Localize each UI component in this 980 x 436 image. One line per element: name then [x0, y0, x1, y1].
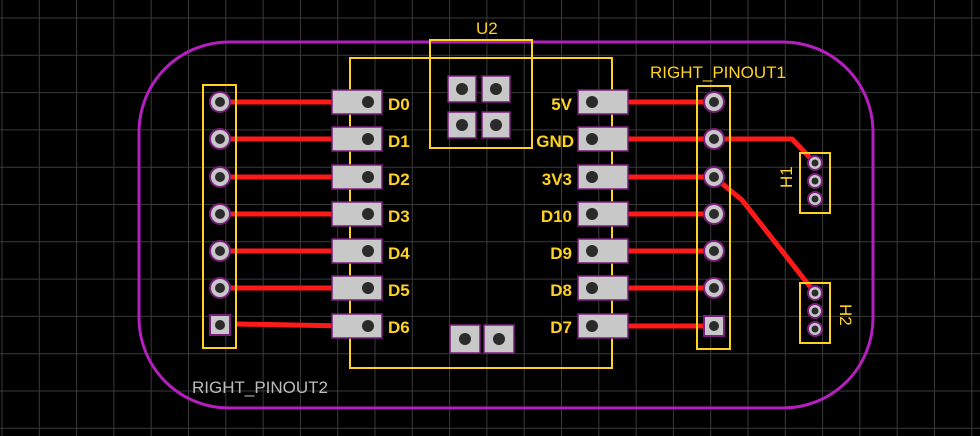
center-pad-hole — [490, 83, 502, 95]
u2-pad-right-hole — [586, 245, 598, 257]
u2-pad-right-hole — [586, 208, 598, 220]
left-header-pin-hole — [215, 209, 225, 219]
u2-pad-left-hole — [362, 171, 374, 183]
u2-pad-right-hole — [586, 320, 598, 332]
u2-pad-right — [577, 238, 629, 264]
u2-pad-left-hole — [362, 282, 374, 294]
u2-pad-left — [331, 238, 383, 264]
h1-pins — [807, 155, 823, 207]
u2-pad-right — [577, 275, 629, 301]
h2-outline — [799, 282, 831, 344]
u2-pad-right — [577, 164, 629, 190]
pin-label-right: D10 — [541, 207, 572, 226]
u2-pad-left-hole — [362, 320, 374, 332]
u2-pad-left — [331, 164, 383, 190]
u2-pad-right — [577, 201, 629, 227]
u2-pad-right-hole — [586, 171, 598, 183]
u2-pad-right-hole — [586, 282, 598, 294]
board-outline — [137, 40, 875, 410]
left-header-outline — [202, 84, 237, 349]
pin-label-right: 5V — [551, 95, 572, 114]
h1-pin-hole — [811, 177, 819, 185]
right-header-pin-hole — [709, 209, 719, 219]
pin-label-right: D7 — [550, 318, 572, 337]
left-header-pins — [209, 91, 231, 336]
u2-ref-label: U2 — [476, 19, 498, 38]
pin-label-left: D6 — [388, 318, 410, 337]
pin-label-left: D3 — [388, 207, 410, 226]
pin-label-left: D0 — [388, 95, 410, 114]
u2-pad-left-hole — [362, 133, 374, 145]
u2-pad-left-hole — [362, 96, 374, 108]
pin-label-right: 3V3 — [542, 170, 572, 189]
u2-pad-right-hole — [586, 96, 598, 108]
left-header-ref-label: RIGHT_PINOUT2 — [192, 378, 328, 397]
pin-label-right: D9 — [550, 244, 572, 263]
right-header-pin-hole — [709, 321, 719, 331]
u2-pad-right-hole — [586, 133, 598, 145]
u2-center-pad-outline — [429, 39, 533, 149]
pin-label-left: D4 — [388, 244, 410, 263]
bottom-pad-hole — [459, 333, 471, 345]
trace-to-h2 — [711, 174, 818, 296]
u2-pad-left-hole — [362, 208, 374, 220]
u2-pad-left — [331, 89, 383, 115]
pin-label-left: D5 — [388, 281, 410, 300]
center-pad-hole — [490, 119, 502, 131]
pin-label-left: D2 — [388, 170, 410, 189]
h1-ref-label: H1 — [777, 166, 796, 188]
u2-pad-left — [331, 201, 383, 227]
left-header-pin-hole — [215, 320, 225, 330]
left-header-pin-hole — [215, 134, 225, 144]
pin-label-right: D8 — [550, 281, 572, 300]
u2-center-pads — [447, 75, 515, 354]
pin-label-right: GND — [536, 132, 574, 151]
left-header-pin-hole — [215, 172, 225, 182]
right-header-ref-label: RIGHT_PINOUT1 — [650, 63, 786, 82]
right-header-pin-hole — [709, 246, 719, 256]
u2-left-pin-labels: D0 D1 D2 D3 D4 D5 D6 — [388, 95, 410, 337]
center-pad-hole — [456, 119, 468, 131]
u2-pads — [331, 89, 629, 339]
h1-outline — [799, 152, 831, 214]
left-header-pin-hole — [215, 97, 225, 107]
u2-pad-right — [577, 89, 629, 115]
h2-pin-hole — [811, 289, 819, 297]
right-header-pin-hole — [709, 97, 719, 107]
u2-pad-right — [577, 126, 629, 152]
h2-pin-hole — [811, 325, 819, 333]
right-header-outline — [696, 85, 731, 350]
right-header-pin-hole — [709, 134, 719, 144]
bottom-pad-hole — [493, 333, 505, 345]
right-header-pin-hole — [709, 283, 719, 293]
trace-left — [235, 321, 349, 329]
u2-pad-left — [331, 126, 383, 152]
trace-to-h1 — [711, 136, 818, 166]
center-pad-hole — [456, 83, 468, 95]
u2-right-pin-labels: 5V GND 3V3 D10 D9 D8 D7 — [536, 95, 574, 337]
u2-pad-left — [331, 313, 383, 339]
left-header-pin-hole — [215, 283, 225, 293]
right-header-pin-hole — [709, 172, 719, 182]
pin-label-left: D1 — [388, 132, 410, 151]
u2-pad-left-hole — [362, 245, 374, 257]
h2-pin-hole — [811, 307, 819, 315]
h2-ref-label: H2 — [836, 304, 855, 326]
right-header-pins — [703, 91, 725, 337]
u2-pad-right — [577, 313, 629, 339]
h2-pins — [807, 285, 823, 337]
h1-pin-hole — [811, 159, 819, 167]
h1-pin-hole — [811, 195, 819, 203]
left-header-pin-hole — [215, 246, 225, 256]
u2-pad-left — [331, 275, 383, 301]
